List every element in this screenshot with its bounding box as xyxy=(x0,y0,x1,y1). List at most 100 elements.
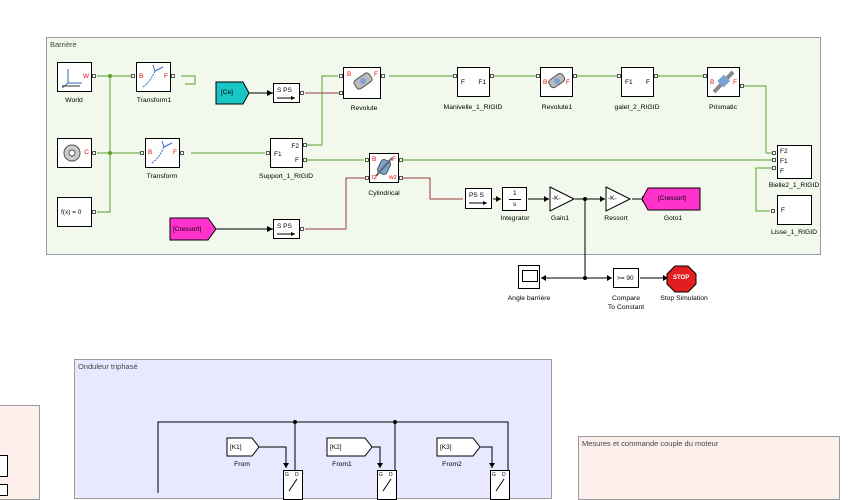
revolute1-port-f[interactable] xyxy=(573,74,577,78)
goto-tag-text[interactable]: [Cressort] xyxy=(658,195,687,202)
port-f: F xyxy=(461,79,465,86)
cylindrical-port-wz[interactable] xyxy=(399,176,403,180)
galet-label: galet_2_RIGID xyxy=(614,104,660,111)
gear-solid-block[interactable]: C xyxy=(57,138,92,168)
support-port-f2[interactable] xyxy=(303,143,307,147)
cylindrical-block[interactable]: B F tz wz xyxy=(369,153,399,183)
stop-text[interactable]: STOP xyxy=(673,275,690,281)
world-port[interactable] xyxy=(92,74,96,78)
integrator-block[interactable]: 1 s xyxy=(502,187,527,211)
port-f: F xyxy=(374,71,378,78)
cylindrical-port-tz[interactable] xyxy=(365,176,369,180)
lisse-port-f[interactable] xyxy=(771,209,775,213)
ressort-text[interactable]: -K- xyxy=(608,195,617,202)
s-ps-converter-2[interactable]: S PS xyxy=(273,219,300,239)
transform-port-in[interactable] xyxy=(140,151,144,155)
port-f2: F2 xyxy=(780,148,788,155)
s-ps-converter-1[interactable]: S PS xyxy=(273,83,300,103)
sps-text: S PS xyxy=(277,223,292,230)
transform1-port-in[interactable] xyxy=(131,74,135,78)
bielle-label: Bielle2_1_RIGID xyxy=(768,182,820,189)
cylindrical-port-b[interactable] xyxy=(365,158,369,162)
compare-label-1: Compare xyxy=(612,295,640,302)
bielle-block[interactable]: F2 F1 F xyxy=(777,145,812,179)
port-b: B xyxy=(148,149,153,156)
transform-label: Transform xyxy=(146,173,178,180)
cylindrical-joint-icon xyxy=(375,157,393,177)
transform-icon xyxy=(142,64,164,88)
transform1-block[interactable]: B F xyxy=(136,62,171,92)
ressort-label: Ressort xyxy=(604,215,628,222)
gain1-text[interactable]: -K- xyxy=(552,195,561,202)
compare-label-2: To Constant xyxy=(607,304,645,311)
port-f1: F1 xyxy=(478,79,486,86)
prismatic-port-f[interactable] xyxy=(740,84,744,88)
port-f1: F1 xyxy=(625,79,633,86)
switch1-port-d: D xyxy=(295,472,299,478)
partial-block[interactable] xyxy=(0,455,8,477)
sps2-port-out[interactable] xyxy=(300,227,304,231)
revolute-port-f[interactable] xyxy=(381,74,385,78)
port-wz: wz xyxy=(389,174,397,181)
switch3-port-d: D xyxy=(502,472,506,478)
from-k2[interactable]: [K2] xyxy=(330,444,342,451)
ps-s-text: PS S xyxy=(469,192,484,199)
from-k3[interactable]: [K3] xyxy=(440,444,452,451)
solver-config-block[interactable]: f(x) = 0 xyxy=(57,197,92,227)
revolute-joint-icon xyxy=(353,72,373,90)
port-b: B xyxy=(139,73,144,80)
cylindrical-port-f[interactable] xyxy=(399,158,403,162)
gain1-label: Gain1 xyxy=(550,215,570,222)
manivelle-label: Manivelle_1_RIGID xyxy=(443,104,503,111)
transform-block[interactable]: B F xyxy=(145,138,180,168)
port-f1: F1 xyxy=(780,158,788,165)
bielle-port-f1[interactable] xyxy=(772,158,776,162)
revolute-port-act[interactable] xyxy=(339,91,343,95)
port-f2: F2 xyxy=(291,143,299,150)
port-b: B xyxy=(710,79,715,86)
revolute1-port-b[interactable] xyxy=(536,74,540,78)
port-f: F xyxy=(392,156,396,163)
revolute1-block[interactable]: B F xyxy=(540,67,573,97)
galet-port-f1[interactable] xyxy=(617,74,621,78)
solver-port[interactable] xyxy=(92,210,96,214)
sps-text: S PS xyxy=(277,87,292,94)
switch-icon xyxy=(495,478,505,492)
manivelle-block[interactable]: F F1 xyxy=(457,67,490,97)
solid-port[interactable] xyxy=(92,151,96,155)
switch2-port-d: D xyxy=(389,472,393,478)
port-f: F xyxy=(173,149,177,156)
bielle-port-f2[interactable] xyxy=(772,151,776,155)
prismatic-port-b[interactable] xyxy=(703,74,707,78)
switch3-port-g: G xyxy=(492,472,496,478)
area-title-barriere: Barrière xyxy=(50,40,77,49)
from-k1[interactable]: [K1] xyxy=(230,444,242,451)
revolute-port-b[interactable] xyxy=(339,74,343,78)
support-port-f1[interactable] xyxy=(266,151,270,155)
compare-block[interactable]: >= 90 xyxy=(613,268,639,288)
galet-block[interactable]: F1 F xyxy=(621,67,654,97)
lisse-block[interactable]: F xyxy=(777,195,812,225)
ps-s-converter[interactable]: PS S xyxy=(465,188,492,209)
prismatic-block[interactable]: B F xyxy=(707,67,740,97)
from-cressort-text[interactable]: [Cressort] xyxy=(173,226,202,233)
subsystem-area-onduleur: Onduleur triphasé xyxy=(74,359,552,499)
scope-block[interactable] xyxy=(518,265,540,289)
compare-text: >= 90 xyxy=(617,275,634,282)
manivelle-port-f1[interactable] xyxy=(490,74,494,78)
support-block[interactable]: F2 F1 F xyxy=(270,138,303,168)
sps1-port-out[interactable] xyxy=(300,91,304,95)
scope-screen-icon xyxy=(522,270,538,282)
bielle-port-f[interactable] xyxy=(772,166,776,170)
support-port-f[interactable] xyxy=(303,158,307,162)
revolute-block[interactable]: B F xyxy=(343,67,381,99)
galet-port-f[interactable] xyxy=(654,74,658,78)
transform1-port-out[interactable] xyxy=(171,74,175,78)
world-block[interactable]: W xyxy=(57,62,92,92)
arrow-icon xyxy=(469,201,487,205)
ce-tag-text[interactable]: [Ce] xyxy=(221,89,233,96)
transform-port-out[interactable] xyxy=(180,151,184,155)
manivelle-port-f[interactable] xyxy=(453,74,457,78)
